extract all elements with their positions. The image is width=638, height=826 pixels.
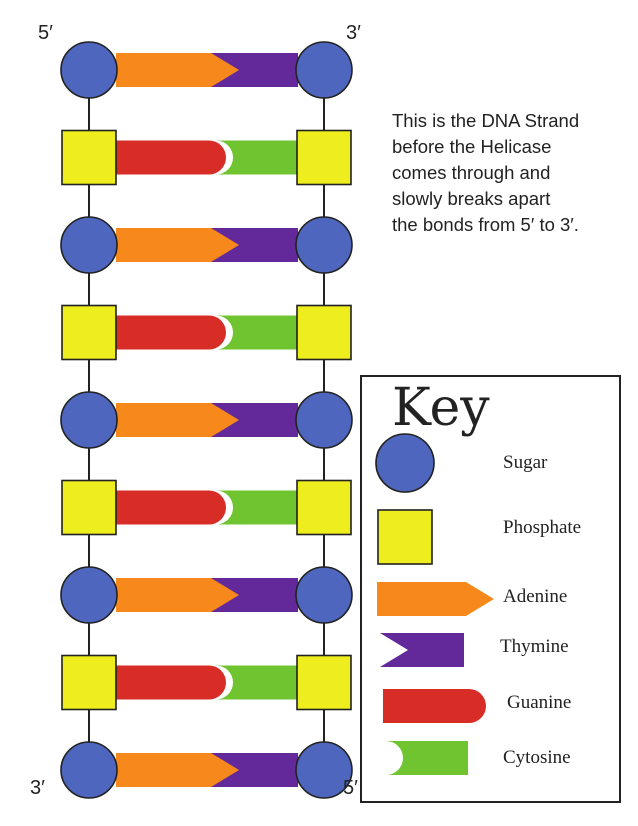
adenine-arrow: [116, 578, 241, 612]
adenine-arrow: [116, 753, 241, 787]
sugar-circle: [295, 216, 353, 274]
cytosine-cupped: [386, 741, 468, 775]
rung-1: [60, 41, 353, 99]
key-label-adenine: Adenine: [503, 586, 567, 607]
thymine-notched: [211, 578, 298, 612]
rung-3: [60, 216, 353, 274]
sugar-circle: [295, 741, 353, 799]
guanine-rounded: [116, 490, 226, 525]
description-line: This is the DNA Strand: [392, 110, 580, 131]
thymine-notched: [211, 403, 298, 437]
rung-2: [61, 129, 352, 186]
key-item-cytosine: Cytosine: [386, 741, 571, 775]
dna-ladder: [60, 41, 353, 799]
description-line: comes through and: [392, 162, 551, 183]
rung-7: [60, 566, 353, 624]
sugar-circle: [60, 41, 118, 99]
key-panel: Key SugarPhosphateAdenineThymineGuanineC…: [360, 375, 621, 803]
sugar-circle: [60, 741, 118, 799]
rung-9: [60, 741, 353, 799]
description-line: the bonds from 5′ to 3′.: [392, 214, 579, 235]
adenine-arrow: [377, 582, 494, 616]
key-label-thymine: Thymine: [500, 636, 569, 657]
guanine-rounded: [116, 315, 226, 350]
description-line: before the Helicase: [392, 136, 552, 157]
rung-6: [61, 479, 352, 536]
cytosine-cupped: [216, 490, 298, 525]
phosphate-square: [61, 654, 117, 711]
sugar-circle: [60, 391, 118, 449]
thymine-notched: [211, 228, 298, 262]
cytosine-cupped: [216, 140, 298, 175]
key-item-thymine: Thymine: [380, 633, 569, 667]
rung-4: [61, 304, 352, 361]
key-items: SugarPhosphateAdenineThymineGuanineCytos…: [375, 433, 581, 775]
key-title: Key: [392, 378, 490, 438]
phosphate-square: [296, 479, 352, 536]
label-top-left-5prime: 5′: [38, 22, 53, 44]
cytosine-cupped: [216, 315, 298, 350]
label-bottom-right-5prime: 5′: [343, 777, 358, 799]
phosphate-square: [296, 129, 352, 186]
thymine-notched: [380, 633, 464, 667]
key-item-phosphate: Phosphate: [377, 509, 581, 565]
label-top-right-3prime: 3′: [346, 22, 361, 44]
rung-5: [60, 391, 353, 449]
label-bottom-left-3prime: 3′: [30, 777, 45, 799]
rung-8: [61, 654, 352, 711]
cytosine-cupped: [216, 665, 298, 700]
key-item-sugar: Sugar: [375, 433, 548, 493]
sugar-circle: [295, 41, 353, 99]
key-label-phosphate: Phosphate: [503, 517, 581, 538]
key-label-guanine: Guanine: [507, 692, 571, 713]
phosphate-square: [61, 304, 117, 361]
key-item-guanine: Guanine: [383, 689, 571, 723]
description-line: slowly breaks apart: [392, 188, 551, 209]
key-item-adenine: Adenine: [377, 582, 567, 616]
description-text: This is the DNA Strand before the Helica…: [392, 108, 612, 238]
key-label-cytosine: Cytosine: [503, 747, 571, 768]
phosphate-square: [377, 509, 433, 565]
thymine-notched: [211, 53, 298, 87]
thymine-notched: [211, 753, 298, 787]
adenine-arrow: [116, 403, 241, 437]
guanine-rounded: [116, 140, 226, 175]
guanine-rounded: [383, 689, 486, 723]
adenine-arrow: [116, 53, 241, 87]
sugar-circle: [295, 391, 353, 449]
key-label-sugar: Sugar: [503, 452, 548, 473]
sugar-circle: [375, 433, 435, 493]
sugar-circle: [295, 566, 353, 624]
phosphate-square: [61, 479, 117, 536]
phosphate-square: [61, 129, 117, 186]
sugar-circle: [60, 216, 118, 274]
adenine-arrow: [116, 228, 241, 262]
sugar-circle: [60, 566, 118, 624]
guanine-rounded: [116, 665, 226, 700]
phosphate-square: [296, 304, 352, 361]
phosphate-square: [296, 654, 352, 711]
